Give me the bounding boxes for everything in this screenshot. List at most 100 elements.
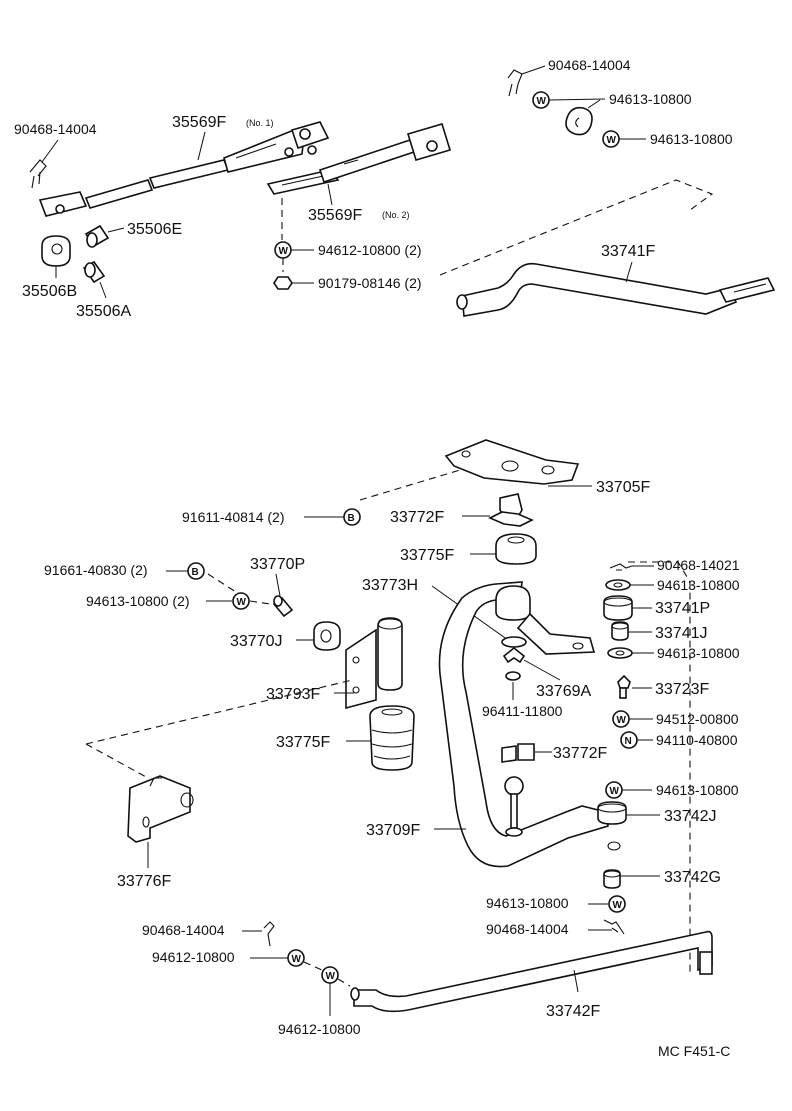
clip-icon-low xyxy=(603,919,625,935)
label-94612-10800-bot: 94612-10800 xyxy=(278,1021,361,1037)
label-33742F: 33742F xyxy=(546,1003,600,1020)
shift-rod-33741F xyxy=(456,262,776,317)
label-33742G: 33742G xyxy=(664,869,721,886)
label-35506E: 35506E xyxy=(127,221,182,238)
label-33741F: 33741F xyxy=(601,243,655,260)
shift-rod-no1 xyxy=(38,121,330,217)
label-33775F-top: 33775F xyxy=(400,547,454,564)
svg-text:B: B xyxy=(348,513,355,524)
svg-text:W: W xyxy=(613,900,623,911)
label-94613-10800-a: 94613-10800 xyxy=(609,91,692,107)
washer-icon-94612-bl: W xyxy=(287,949,305,967)
pin-35506E-icon xyxy=(84,224,110,248)
label-33772F-mid: 33772F xyxy=(553,745,607,762)
label-35569F-no1: 35569F xyxy=(172,114,226,131)
rubber-mount-33775F-top xyxy=(495,533,537,565)
collar-33742G-icon xyxy=(603,869,621,889)
label-33705F: 33705F xyxy=(596,479,650,496)
svg-text:N: N xyxy=(625,736,632,747)
bolt-icon-91661: B xyxy=(187,562,205,580)
washer-icon-94613-c xyxy=(605,579,631,591)
rubber-mount-33775F-mid xyxy=(369,705,415,771)
label-94612-10800-2: 94612-10800 (2) xyxy=(318,242,422,258)
collar-33770P-icon xyxy=(272,595,294,618)
label-94613-10800-e: 94613-10800 xyxy=(656,782,739,798)
label-33742J: 33742J xyxy=(664,808,717,825)
washer-icon-94612-bot: W xyxy=(321,966,339,984)
svg-text:W: W xyxy=(237,597,247,608)
nut-icon-94110: N xyxy=(620,731,638,749)
collar-35506A-icon xyxy=(82,260,106,284)
label-33776F: 33776F xyxy=(117,873,171,890)
nut-icon-90179 xyxy=(273,276,293,290)
washer-icon-94512: W xyxy=(612,710,630,728)
bolt-icon-91611: B xyxy=(343,508,361,526)
svg-text:W: W xyxy=(617,715,627,726)
label-33773H: 33773H xyxy=(362,577,418,594)
bushing-35506B-icon xyxy=(41,235,71,267)
label-33741P: 33741P xyxy=(655,600,710,617)
label-94613-10800-d: 94613-10800 xyxy=(657,645,740,661)
bracket-33793F xyxy=(345,617,403,710)
svg-text:W: W xyxy=(326,971,336,982)
svg-text:B: B xyxy=(192,567,199,578)
label-33709F: 33709F xyxy=(366,822,420,839)
label-90468-14004-top: 90468-14004 xyxy=(548,57,631,73)
label-90179-08146-2: 90179-08146 (2) xyxy=(318,275,422,291)
ball-joint-icon xyxy=(504,776,524,837)
label-33772F-top: 33772F xyxy=(390,509,444,526)
svg-text:W: W xyxy=(607,135,617,146)
label-94613-10800-f: 94613-10800 xyxy=(486,895,569,911)
bolt-33723F-icon xyxy=(617,674,631,699)
label-33793F: 33793F xyxy=(266,686,320,703)
label-no2: (No. 2) xyxy=(382,210,410,220)
bushing-33741P-icon xyxy=(603,595,633,621)
label-94613-10800-2: 94613-10800 (2) xyxy=(86,593,190,609)
label-33741J: 33741J xyxy=(655,625,708,642)
washer-icon-94612: W xyxy=(274,241,292,259)
oring-96411-icon xyxy=(505,671,521,681)
washer-icon-top-right: W xyxy=(532,91,550,109)
washer-icon-94613-d xyxy=(607,647,633,659)
bracket-33705F xyxy=(444,439,580,485)
clip-icon-bl xyxy=(263,921,275,947)
washer-icon-94613-e: W xyxy=(605,781,623,799)
svg-text:W: W xyxy=(292,954,302,965)
clip-33772F-top xyxy=(488,493,534,527)
label-94613-10800-b: 94613-10800 xyxy=(650,131,733,147)
label-33769A: 33769A xyxy=(536,683,591,700)
shift-rod-33742F xyxy=(350,930,713,1013)
label-90468-14021: 90468-14021 xyxy=(657,557,740,573)
seat-33769A-icon xyxy=(501,636,527,664)
label-33770J: 33770J xyxy=(230,633,283,650)
label-90468-14004-left: 90468-14004 xyxy=(14,121,97,137)
label-90468-14004-bl: 90468-14004 xyxy=(142,922,225,938)
label-91661-40830-2: 91661-40830 (2) xyxy=(44,562,148,578)
svg-text:W: W xyxy=(537,96,547,107)
label-35569F-no2: 35569F xyxy=(308,207,362,224)
label-35506A: 35506A xyxy=(76,303,131,320)
label-35506B: 35506B xyxy=(22,283,77,300)
label-94110-40800: 94110-40800 xyxy=(656,732,738,748)
label-91611-40814-2: 91611-40814 (2) xyxy=(182,509,284,525)
bracket-33776F xyxy=(127,775,194,843)
label-no1: (No. 1) xyxy=(246,118,274,128)
label-94612-10800-bl: 94612-10800 xyxy=(152,949,235,965)
bushing-icon-top-right xyxy=(565,106,593,136)
label-94613-10800-c: 94613-10800 xyxy=(657,577,740,593)
catalog-code: MC F451-C xyxy=(658,1043,730,1059)
label-96411-11800: 96411-11800 xyxy=(482,703,563,719)
bushing-33742J-icon xyxy=(597,801,627,825)
clip-icon-left xyxy=(29,159,47,189)
washer-icon-94613-f: W xyxy=(608,895,626,913)
bushing-33770J-icon xyxy=(313,621,341,651)
label-33770P: 33770P xyxy=(250,556,305,573)
clip-icon-90468-14021 xyxy=(609,563,633,571)
clip-33772F-mid xyxy=(501,743,535,763)
washer-icon-94613-2: W xyxy=(232,592,250,610)
svg-text:W: W xyxy=(279,246,289,257)
label-90468-14004-low: 90468-14004 xyxy=(486,921,569,937)
collar-33741J-icon xyxy=(611,621,629,641)
